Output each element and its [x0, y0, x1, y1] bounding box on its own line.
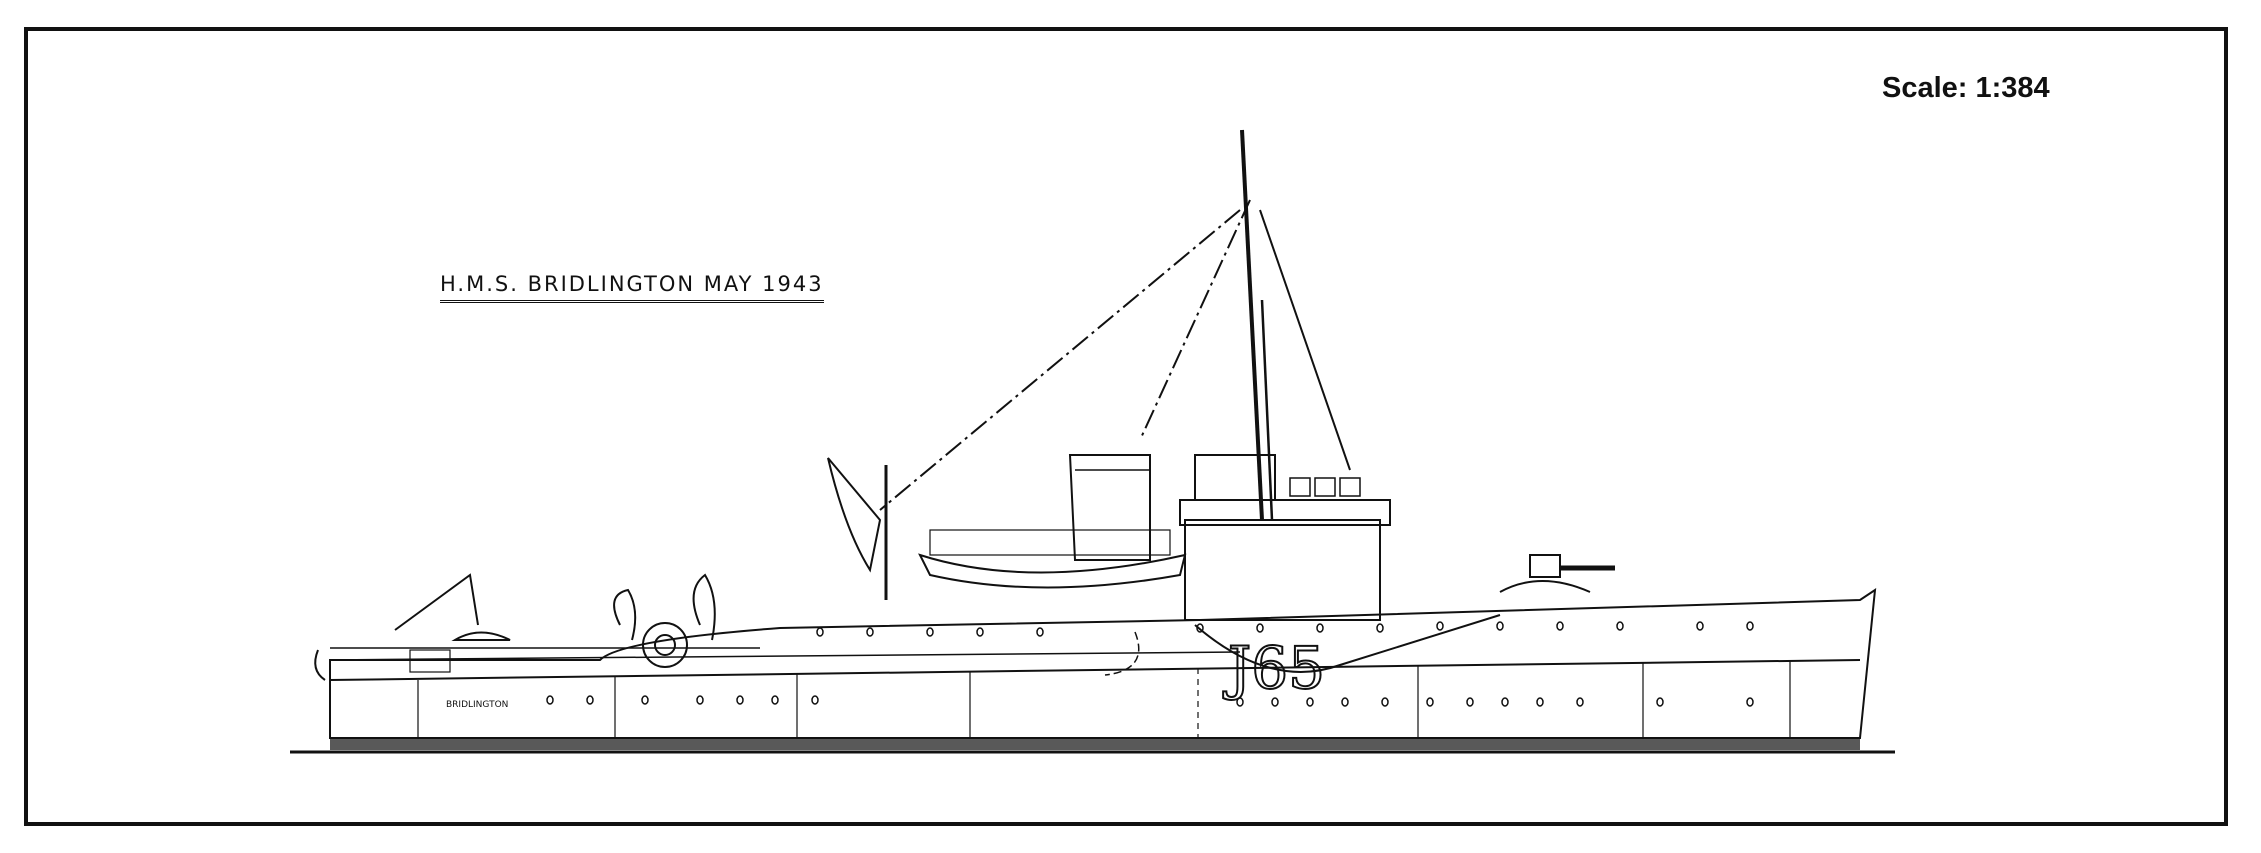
hull: [329, 587, 1877, 739]
rigging: [879, 209, 1241, 511]
portholes: [546, 621, 1754, 707]
waterline-hatching: [330, 738, 1860, 750]
minesweeping-winch: [642, 622, 688, 668]
hull-seams: [417, 661, 1791, 738]
drawing-title: H.M.S. BRIDLINGTON MAY 1943: [440, 272, 824, 303]
bridge: [1184, 519, 1381, 621]
deck-rail: [329, 651, 1241, 661]
boot-topping-line: [329, 659, 1861, 681]
float: [451, 631, 511, 641]
searchlight-screen: [827, 457, 882, 573]
mast: [1240, 129, 1264, 521]
funnel: [1068, 454, 1151, 561]
hull-name-text: BRIDLINGTON: [446, 700, 508, 710]
camouflage-line: [1104, 631, 1140, 676]
davit-crane: [394, 573, 479, 631]
lifeboat: [918, 553, 1187, 589]
bridge-platform: [1194, 454, 1276, 501]
scale-label: Scale: 1:384: [1882, 72, 2050, 104]
gun-shield: [1499, 580, 1591, 593]
pennant-number: J65: [1223, 634, 1325, 702]
camouflage-line: [1194, 614, 1501, 673]
drawing-border: [24, 27, 2228, 826]
bridge-top: [1179, 499, 1391, 526]
kite-otter: [613, 588, 637, 641]
stern-fender: [314, 649, 326, 681]
